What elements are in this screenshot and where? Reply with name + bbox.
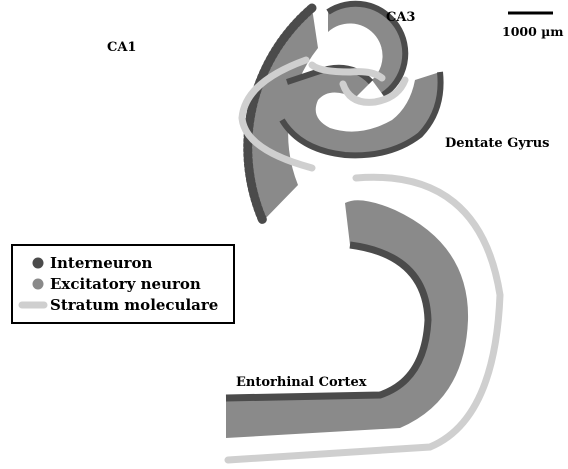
dentate-gyrus-region [279,64,444,159]
dg-interneuron-outer [279,71,444,159]
label-ca1: CA1 [107,40,136,55]
ca3-region [326,0,409,98]
legend: Interneuron Excitatory neuron Stratum mo… [11,244,235,324]
label-entorhinal-cortex: Entorhinal Cortex [236,375,367,390]
sm-ca1-inner-arc [238,56,316,172]
ec-interneuron-layer [225,241,432,402]
entorhinal-cortex-region [225,200,469,438]
scale-bar: 1000 µm [502,11,564,39]
dg-interneuron-layer [286,64,374,85]
label-dentate-gyrus: Dentate Gyrus [445,136,550,151]
legend-excitatory-dot [32,278,44,290]
label-ca3: CA3 [386,10,415,25]
ca1-interneuron-edge [245,6,314,222]
stratum-moleculare-lower [224,173,504,464]
legend-stratum-label: Stratum moleculare [50,296,218,314]
ca3-excitatory-band [328,3,406,96]
legend-excitatory-label: Excitatory neuron [50,275,201,293]
ca3-interneuron-layer [326,0,409,98]
legend-box [11,244,235,324]
sm-ca3-inner-arc [308,61,386,82]
sm-ec-outer-arc [224,173,504,464]
ec-excitatory-band [226,200,469,438]
sm-dg-inner-arc [339,76,409,106]
stratum-moleculare-upper [238,56,409,172]
scale-bar-label: 1000 µm [502,24,564,39]
legend-interneuron-label: Interneuron [50,254,153,272]
dg-excitatory-band [282,67,441,156]
legend-interneuron-dot [32,257,44,269]
